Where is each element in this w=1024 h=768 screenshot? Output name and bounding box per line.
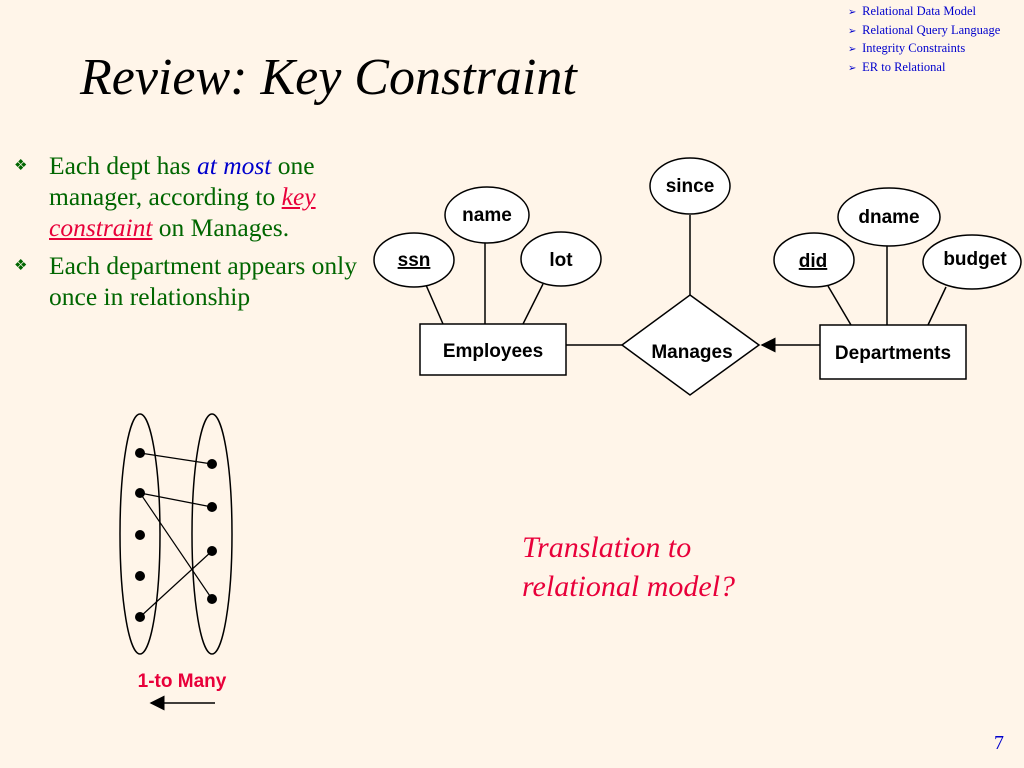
slide-title: Review: Key Constraint: [80, 49, 577, 106]
dname-label: dname: [858, 207, 919, 228]
did-connector: [827, 285, 852, 326]
mapping-dot: [135, 488, 145, 498]
bullet-text-part1: Each dept has: [49, 151, 197, 180]
mapping-lines: [139, 452, 213, 618]
diamond-bullet-icon: ❖: [14, 158, 28, 174]
lot-attribute: [520, 231, 602, 287]
mapping-dot: [135, 571, 145, 581]
mapping-line: [139, 550, 213, 618]
bullet-text-part3: on Manages.: [152, 213, 290, 242]
budget-attribute: [922, 234, 1022, 290]
mapping-line: [139, 492, 213, 508]
employees-entity: [419, 323, 567, 376]
bullet-text-appears-once: Each department appears only once in rel…: [49, 251, 357, 311]
bullet-appears-once: ❖ Each department appears only once in r…: [14, 250, 364, 312]
employees-label: Employees: [443, 341, 543, 362]
translation-question: Translation to relational model?: [522, 531, 736, 603]
mapping-caption: 1-to Many: [138, 671, 227, 692]
mapping-dot: [135, 612, 145, 622]
bullet-list: ❖ Each dept has at most one manager, acc…: [14, 150, 364, 319]
name-attribute: [444, 186, 530, 244]
nav-item-relational-data-model[interactable]: ➢ Relational Data Model: [848, 3, 1000, 22]
arrow-bullet-icon: ➢: [848, 7, 857, 18]
manages-relationship: [620, 294, 761, 396]
left-set-oval: [119, 413, 161, 655]
bullet-text-part2: one manager, according to: [49, 151, 315, 211]
departments-label: Departments: [835, 343, 951, 364]
mapping-line: [139, 492, 213, 600]
bullet-key-constraint: ❖ Each dept has at most one manager, acc…: [14, 150, 364, 243]
right-set-dots: [207, 459, 217, 604]
arrow-bullet-icon: ➢: [848, 62, 857, 74]
did-attribute: [773, 232, 855, 288]
nav-item-er-to-relational[interactable]: ➢ ER to Relational: [848, 59, 1000, 78]
mapping-dot: [207, 594, 217, 604]
ssn-connector: [425, 284, 444, 325]
mapping-dot: [207, 459, 217, 469]
mapping-dot: [135, 530, 145, 540]
mapping-line: [139, 452, 213, 465]
nav-item-relational-query-language[interactable]: ➢ Relational Query Language: [848, 22, 1000, 41]
right-set-oval: [191, 413, 233, 655]
mapping-illustration: 1-to Many: [119, 413, 233, 711]
departments-entity: [819, 324, 967, 380]
manages-label: Manages: [651, 342, 732, 363]
name-label: name: [462, 205, 512, 226]
arrow-bullet-icon: ➢: [848, 44, 857, 55]
mapping-dot: [135, 448, 145, 458]
nav-item-integrity-constraints[interactable]: ➢ Integrity Constraints: [848, 40, 1000, 59]
since-attribute: [649, 157, 731, 215]
dname-attribute: [837, 187, 941, 247]
mapping-dot: [207, 502, 217, 512]
did-label: did: [799, 251, 828, 272]
budget-label: budget: [943, 249, 1007, 270]
mapping-dot: [207, 546, 217, 556]
lot-label: lot: [549, 250, 573, 271]
arrow-bullet-icon: ➢: [848, 25, 857, 37]
er-connectors: [425, 215, 947, 353]
page-number: 7: [994, 732, 1004, 754]
since-label: since: [666, 176, 715, 197]
left-set-dots: [135, 448, 145, 622]
diamond-bullet-icon: ❖: [14, 258, 28, 274]
budget-connector: [927, 286, 947, 326]
lot-connector: [522, 283, 544, 325]
key-constraint-link[interactable]: key constraint: [49, 182, 316, 242]
ssn-label: ssn: [398, 250, 431, 271]
ssn-attribute: [373, 232, 455, 288]
section-nav: ➢ Relational Data Model ➢ Relational Que…: [848, 3, 1000, 77]
bullet-emphasis-at-most: at most: [196, 151, 272, 180]
